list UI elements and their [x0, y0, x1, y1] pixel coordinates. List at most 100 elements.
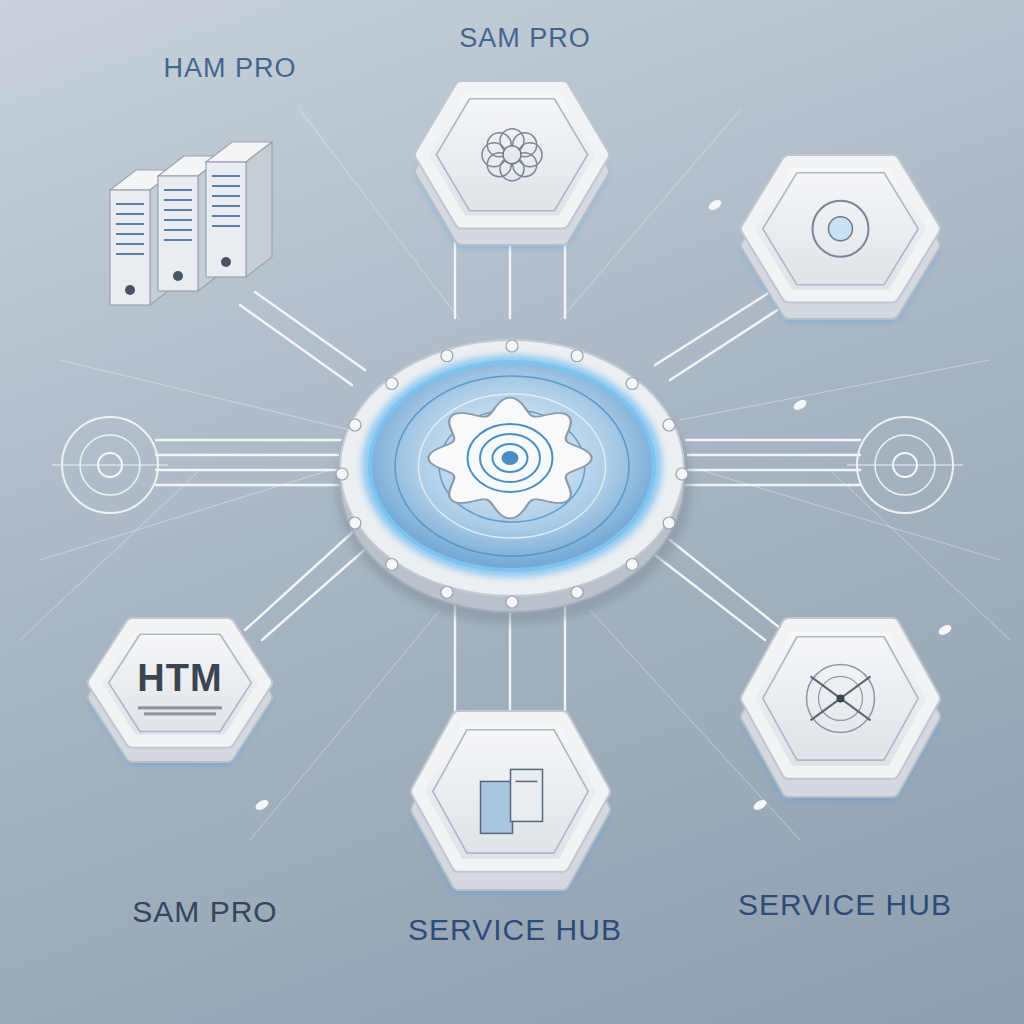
- server-front: [158, 176, 198, 291]
- radar-icon: [819, 676, 863, 720]
- hub-link: [240, 305, 352, 385]
- hub-link: [655, 292, 770, 365]
- hub-link: [255, 292, 365, 370]
- tile-face: [418, 718, 603, 865]
- server-led: [173, 271, 183, 281]
- server-stripe: [116, 243, 144, 245]
- server-stripe: [212, 215, 240, 217]
- flower-core: [503, 146, 521, 164]
- hub-link: [688, 469, 860, 471]
- hub-knob: [571, 350, 583, 362]
- hub-knob: [571, 586, 583, 598]
- tile-icons: [481, 129, 875, 834]
- product-label: HAM PRO: [163, 53, 296, 84]
- radar-dot: [837, 694, 845, 702]
- server-stripe: [212, 195, 240, 197]
- tile-face: [748, 162, 933, 296]
- product-label: SAM PRO: [459, 23, 591, 54]
- hub-knob: [506, 340, 518, 352]
- target-icon: [847, 417, 963, 513]
- hub-knob: [349, 517, 361, 529]
- server-stripe: [116, 223, 144, 225]
- hub-swirl: [395, 376, 629, 556]
- product-label: SERVICE HUB: [738, 888, 952, 922]
- server-stripe: [212, 175, 240, 177]
- gear-swirl: [493, 444, 528, 472]
- tile-rim: [748, 162, 933, 296]
- faint-line: [700, 470, 1000, 560]
- gear-icon-core: [829, 217, 853, 241]
- hub-ring: [370, 362, 654, 570]
- radar-cross: [811, 676, 871, 720]
- server-stripe: [164, 219, 192, 221]
- radar-icon: [807, 664, 875, 732]
- hex-tile: [748, 625, 933, 793]
- hub-knob: [441, 350, 453, 362]
- small-print: [138, 706, 222, 709]
- hub-rim: [340, 340, 684, 596]
- hub-link: [670, 305, 785, 380]
- server-led: [221, 257, 231, 267]
- target-cross: [52, 464, 168, 465]
- mini-server: [481, 781, 513, 833]
- server-front: [110, 190, 150, 305]
- tile-inset: [763, 637, 918, 760]
- hub-knob: [349, 419, 361, 431]
- leaf-mark: [707, 198, 723, 212]
- hex-tile: [422, 88, 602, 241]
- product-label: SAM PRO: [132, 895, 277, 929]
- leaf-mark: [937, 623, 953, 637]
- tile-face: [422, 88, 602, 222]
- hub-link: [156, 469, 338, 471]
- faint-line: [60, 360, 350, 430]
- node-heading: HTM: [137, 657, 222, 700]
- hub-link: [688, 454, 860, 456]
- gear-swirl: [468, 424, 553, 492]
- target-icon: [52, 417, 168, 513]
- mini-server: [511, 769, 543, 821]
- server-stripe: [164, 199, 192, 201]
- hex-tile: [418, 718, 603, 886]
- hub-link: [454, 238, 456, 318]
- server-stripe: [164, 209, 192, 211]
- hub-glow-ring: [367, 360, 657, 572]
- tile-rim: [422, 88, 602, 222]
- hub-knob: [626, 377, 638, 389]
- server-stripe: [212, 225, 240, 227]
- hub-knob: [663, 419, 675, 431]
- hex-tile: [748, 162, 933, 315]
- tile-rim: [748, 625, 933, 772]
- tile-face: [748, 625, 933, 772]
- radar-cross: [811, 676, 871, 720]
- hub-link: [686, 484, 860, 486]
- tile-rim: [418, 718, 603, 865]
- tile-rim: [95, 625, 265, 741]
- hub-link: [156, 454, 338, 456]
- product-label: SERVICE HUB: [408, 913, 622, 947]
- hub-link: [686, 439, 860, 441]
- gear-swirl: [503, 452, 518, 464]
- tile-inset: [436, 99, 587, 211]
- central-hub: [336, 340, 692, 624]
- hub-link: [245, 530, 355, 630]
- hub-knob: [386, 559, 398, 571]
- hub-knob: [663, 517, 675, 529]
- server-stripe: [116, 213, 144, 215]
- hub-gear: [428, 398, 591, 519]
- htm-hex-node: HTM: [85, 615, 275, 765]
- server-front: [206, 162, 246, 277]
- hub-knob: [441, 586, 453, 598]
- server-stripe: [212, 185, 240, 187]
- small-print: [144, 712, 216, 715]
- tile-inset: [109, 634, 252, 731]
- server-stripe: [212, 205, 240, 207]
- gear-swirl: [480, 434, 540, 482]
- server-stack: [110, 142, 272, 305]
- faint-line: [830, 470, 1010, 640]
- hub-link: [156, 484, 340, 486]
- hub-knob: [506, 596, 518, 608]
- server-stripe: [116, 233, 144, 235]
- hex-tiles: [418, 88, 933, 886]
